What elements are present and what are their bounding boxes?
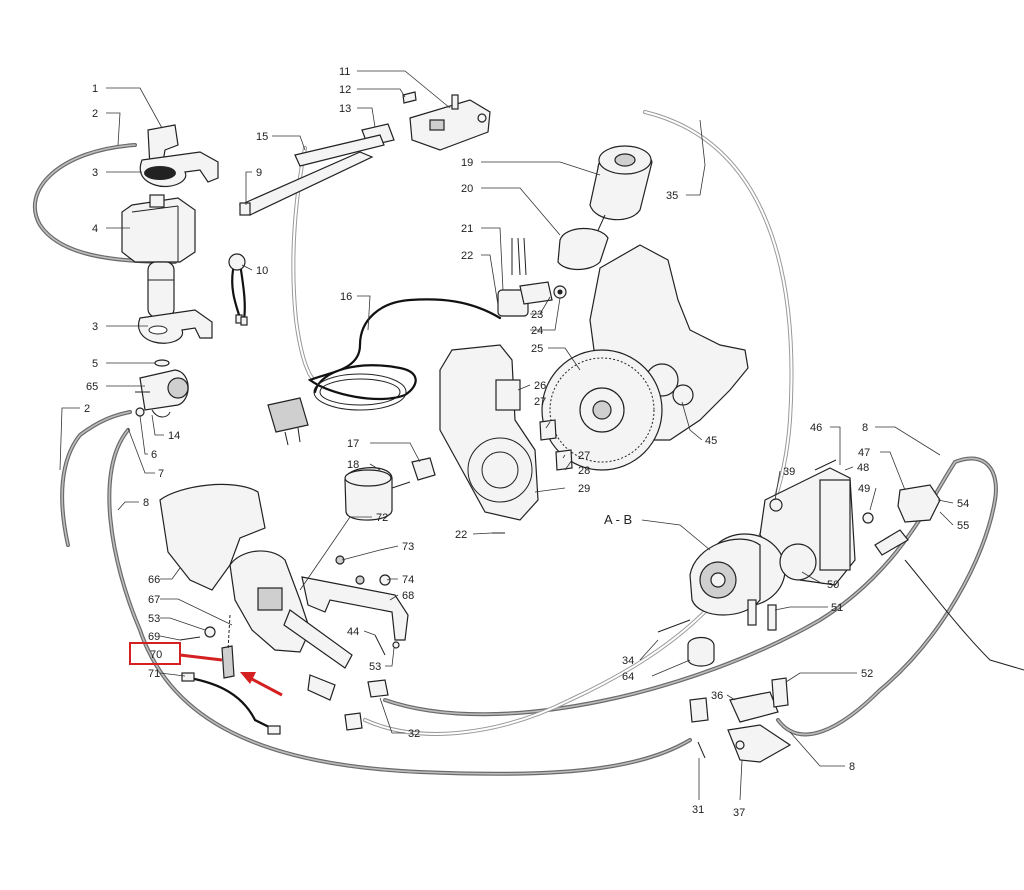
label-27: 27 <box>534 396 546 408</box>
label-67: 67 <box>148 594 160 606</box>
label-32: 32 <box>408 728 420 740</box>
label-51: 51 <box>831 602 843 614</box>
label-27: 27 <box>578 450 590 462</box>
label-39: 39 <box>783 466 795 478</box>
heating-unit-group <box>657 459 941 667</box>
label-9: 9 <box>256 167 262 179</box>
highlight-box <box>129 642 181 665</box>
label-29: 29 <box>578 483 590 495</box>
label-6: 6 <box>151 449 157 461</box>
label-55: 55 <box>957 520 969 532</box>
label-16: 16 <box>340 291 352 303</box>
label-2: 2 <box>92 108 98 120</box>
label-3: 3 <box>92 167 98 179</box>
label-69: 69 <box>148 631 160 643</box>
label-53: 53 <box>369 661 381 673</box>
label-22: 22 <box>461 250 473 262</box>
label-8: 8 <box>849 761 855 773</box>
label-8: 8 <box>143 497 149 509</box>
highlight-callout <box>129 642 283 697</box>
label-11: 11 <box>339 66 350 78</box>
label-10: 10 <box>256 265 268 277</box>
label-7: 7 <box>158 468 164 480</box>
label-12: 12 <box>339 84 351 96</box>
part-17-18 <box>344 457 436 521</box>
boiler-group <box>159 483 409 735</box>
pump-group <box>121 124 374 344</box>
label-5: 5 <box>92 358 98 370</box>
label-35: 35 <box>666 190 678 202</box>
label-48: 48 <box>857 462 869 474</box>
label-24: 24 <box>531 325 543 337</box>
label-21: 21 <box>461 223 473 235</box>
label-26: 26 <box>534 380 546 392</box>
label-4: 4 <box>92 223 98 235</box>
highlight-arrow <box>247 675 283 697</box>
label-71: 71 <box>148 668 160 680</box>
part-labels: 1 2 3 4 3 9 10 11 12 13 15 16 19 20 21 2… <box>84 66 969 819</box>
label-36: 36 <box>711 690 723 702</box>
label-45: 45 <box>705 435 717 447</box>
label-13: 13 <box>339 103 351 115</box>
label-49: 49 <box>858 483 870 495</box>
leader-lines <box>59 70 954 801</box>
label-68: 68 <box>402 590 414 602</box>
label-70: 70 <box>150 649 162 661</box>
label-65: 65 <box>86 381 98 393</box>
label-1: 1 <box>92 83 98 95</box>
top-center-group <box>294 91 491 167</box>
label-54: 54 <box>957 498 969 510</box>
power-cord <box>267 298 502 446</box>
label-23: 23 <box>531 309 543 321</box>
label-17: 17 <box>347 438 359 450</box>
label-53: 53 <box>148 613 160 625</box>
label-28: 28 <box>578 465 590 477</box>
label-34: 34 <box>622 655 634 667</box>
valve-group <box>135 359 189 418</box>
label-31: 31 <box>692 804 704 816</box>
label-14: 14 <box>168 430 180 442</box>
label-66: 66 <box>148 574 160 586</box>
label-46: 46 <box>810 422 822 434</box>
label-50: 50 <box>827 579 839 591</box>
label-18: 18 <box>347 459 359 471</box>
label-44: 44 <box>347 626 359 638</box>
label-64: 64 <box>622 671 634 683</box>
gear-motor-group <box>439 145 749 534</box>
label-52: 52 <box>861 668 873 680</box>
label-15: 15 <box>256 131 268 143</box>
label-8: 8 <box>862 422 868 434</box>
label-47: 47 <box>858 447 870 459</box>
label-73: 73 <box>402 541 414 553</box>
label-72: 72 <box>376 512 388 524</box>
label-74: 74 <box>402 574 414 586</box>
label-2: 2 <box>84 403 90 415</box>
label-19: 19 <box>461 157 473 169</box>
label-20: 20 <box>461 183 473 195</box>
label-a-b: A - B <box>604 512 632 527</box>
label-37: 37 <box>733 807 745 819</box>
label-25: 25 <box>531 343 543 355</box>
label-3: 3 <box>92 321 98 333</box>
label-22: 22 <box>455 529 467 541</box>
bottom-right-group <box>689 677 792 763</box>
